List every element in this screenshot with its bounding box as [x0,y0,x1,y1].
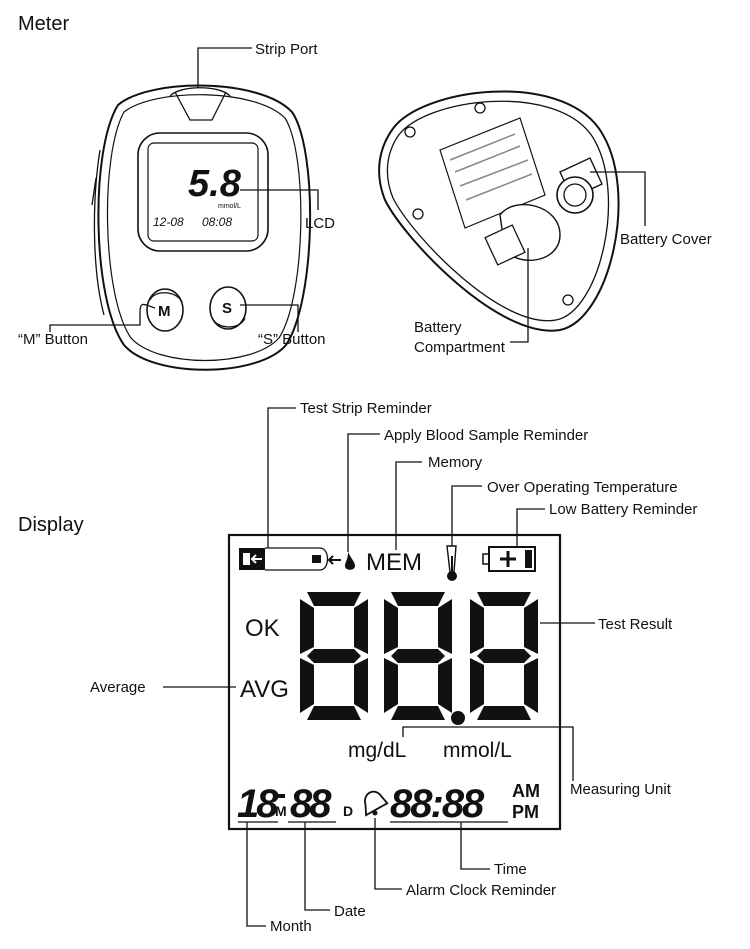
test-strip-icon [239,547,329,571]
lcd-segment [384,599,398,654]
lcd-segment [438,599,452,654]
lcd-segment [354,658,368,713]
meter-lcd-screen [147,142,259,242]
lcd-segment [438,658,452,713]
lcd-unit-mgdl: mg/dL [348,739,406,762]
test-result-digits [300,592,538,720]
label-apply-blood: Apply Blood Sample Reminder [384,427,588,444]
lcd-am: AM [512,781,540,801]
lcd-segment [391,706,445,720]
lcd-segment [477,649,531,663]
label-battery-compartment-2: Compartment [414,339,506,356]
meter-date: 12-08 [153,215,184,229]
label-battery-cover: Battery Cover [620,231,712,248]
lcd-segment [354,599,368,654]
lcd-segment [391,649,445,663]
month-dash [276,794,285,798]
label-time: Time [494,861,527,878]
lcd-segment [307,592,361,606]
lcd-segment [300,599,314,654]
s-button[interactable] [209,286,247,330]
lcd-segment [470,658,484,713]
lcd-segment [391,592,445,606]
label-over-temp: Over Operating Temperature [487,479,678,496]
thermometer-icon [446,545,457,581]
lcd-segment [470,599,484,654]
decimal-point [451,711,465,725]
section-title-display: Display [18,514,84,536]
lcd-month-flag: M [275,803,287,819]
label-alarm: Alarm Clock Reminder [406,882,556,899]
lcd-segment [477,592,531,606]
section-title-meter: Meter [18,13,69,35]
lcd-day-flag: D [343,803,353,819]
label-measuring-unit: Measuring Unit [570,781,672,798]
lcd-segment [307,649,361,663]
lcd-day-digits: 88 [290,782,332,826]
label-battery-compartment-1: Battery [414,319,462,336]
battery-icon [482,546,536,572]
label-low-battery: Low Battery Reminder [549,501,697,518]
label-memory: Memory [428,454,483,471]
label-average: Average [90,679,146,696]
label-month: Month [270,918,312,935]
lcd-month-digits: 18 [237,782,279,826]
lcd-pm: PM [512,802,539,822]
meter-reading: 5.8 [188,163,242,205]
alarm-bell-icon [364,790,389,817]
meter-time: 08:08 [202,215,232,229]
lcd-segment [307,706,361,720]
label-m-button: “M” Button [18,331,88,348]
label-lcd: LCD [305,215,335,232]
lcd-segment [384,658,398,713]
lcd-segment [524,599,538,654]
label-s-button: “S” Button [258,331,326,348]
label-test-strip-reminder: Test Strip Reminder [300,400,432,417]
label-date: Date [334,903,366,920]
meter-unit: mmol/L [218,203,241,210]
lcd-segment [477,706,531,720]
lcd-ok: OK [245,615,280,642]
lcd-avg: AVG [240,676,289,703]
meter-back [378,90,620,332]
meter-front: 5.8 mmol/L 12-08 08:08 M S [91,84,312,371]
m-button-label: M [158,303,171,320]
lcd-segment [300,658,314,713]
lcd-clock-digits: 88:88 [390,782,485,826]
label-strip-port: Strip Port [255,41,318,58]
blood-drop-icon [327,552,355,570]
s-button-label: S [222,300,232,317]
label-test-result: Test Result [598,616,673,633]
lcd-mem: MEM [366,549,422,576]
m-button[interactable] [146,288,184,332]
lcd-unit-mmol: mmol/L [443,739,512,762]
lcd-segment [524,658,538,713]
